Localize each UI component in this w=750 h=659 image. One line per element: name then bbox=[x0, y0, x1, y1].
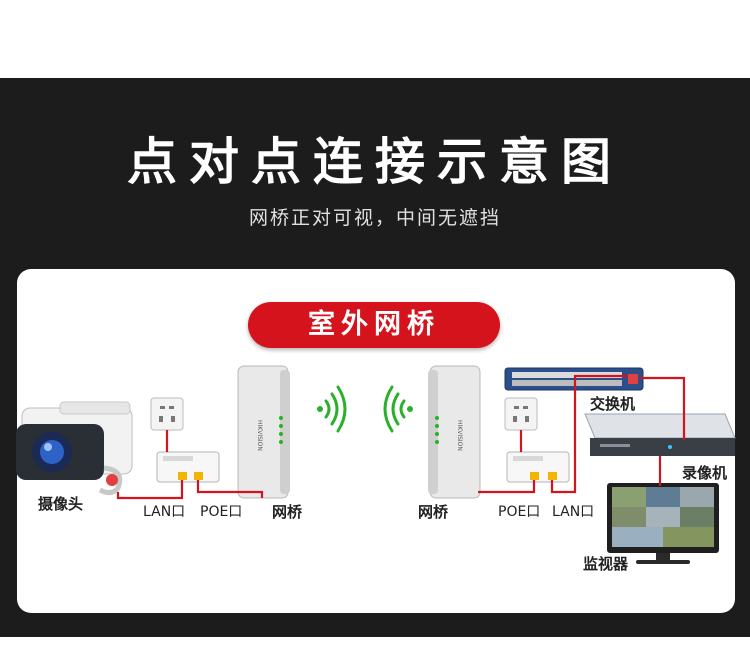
label-lan-left: LAN口 bbox=[143, 504, 186, 520]
label-poe-left: POE口 bbox=[200, 504, 243, 520]
page-title: 点对点连接示意图 bbox=[127, 133, 623, 191]
brand-text-left: HIKVISION bbox=[256, 420, 263, 451]
bridge-left-icon: HIKVISION bbox=[237, 365, 290, 499]
monitor-icon bbox=[607, 483, 719, 564]
label-lan-right: LAN口 bbox=[552, 504, 595, 520]
label-camera: 摄像头 bbox=[38, 495, 84, 513]
bridge-right-icon: HIKVISION bbox=[428, 365, 481, 499]
wifi-left-icon bbox=[317, 385, 347, 433]
label-bridge-left: 网桥 bbox=[272, 503, 303, 521]
label-monitor: 监视器 bbox=[583, 555, 629, 573]
poe-injector-right-icon bbox=[506, 451, 570, 483]
poe-injector-left-icon bbox=[156, 451, 220, 483]
wall-socket-left-icon bbox=[150, 397, 184, 431]
label-bridge-right: 网桥 bbox=[418, 503, 449, 521]
label-poe-right: POE口 bbox=[498, 504, 541, 520]
wall-socket-right-icon bbox=[504, 397, 538, 431]
camera-icon bbox=[16, 401, 133, 496]
label-switch: 交换机 bbox=[590, 395, 636, 413]
wifi-right-icon bbox=[383, 385, 413, 433]
recorder-icon bbox=[584, 413, 736, 456]
cable-lines bbox=[116, 374, 686, 500]
label-recorder: 录像机 bbox=[682, 464, 728, 482]
page-subtitle: 网桥正对可视，中间无遮挡 bbox=[248, 207, 501, 229]
banner-outdoor-bridge: 室外网桥 bbox=[248, 302, 500, 348]
brand-text-right: HIKVISION bbox=[456, 420, 463, 451]
